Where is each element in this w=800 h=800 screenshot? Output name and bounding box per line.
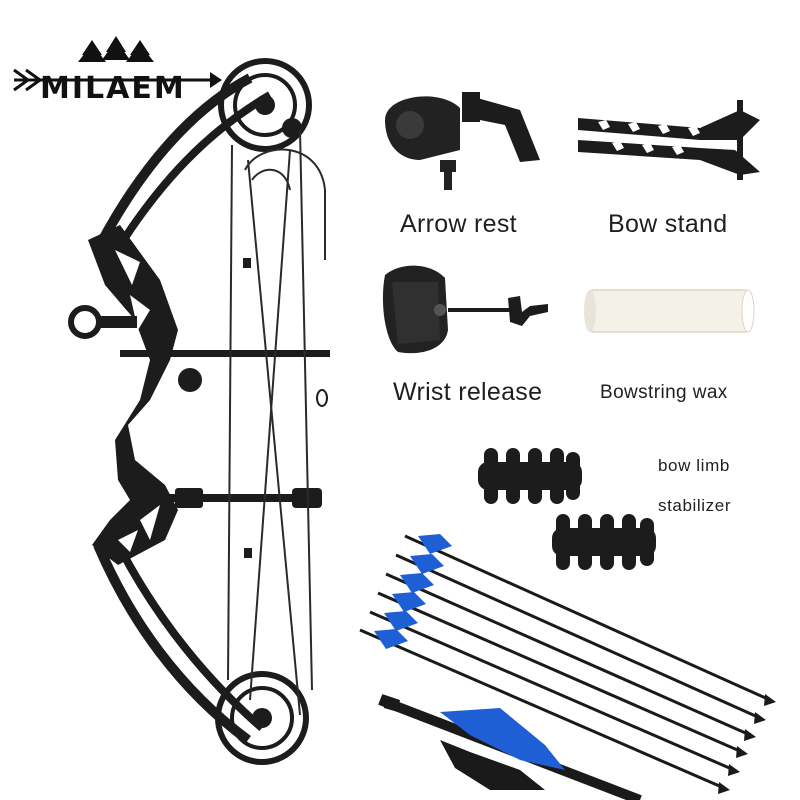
- limb-stabilizer-icon-2: [552, 514, 656, 570]
- bow-stand-icon: [578, 100, 760, 180]
- label-bow-limb-line1: bow limb: [658, 456, 730, 475]
- arrow-closeup-icon: [378, 694, 642, 800]
- brand-logo: MILAEM: [13, 36, 222, 106]
- arrow-icon-6: [359, 628, 730, 794]
- arrows-group: [359, 534, 776, 800]
- label-wrist-release: Wrist release: [393, 378, 543, 406]
- brand-name: MILAEM: [40, 71, 186, 106]
- label-arrow-rest: Arrow rest: [400, 210, 517, 238]
- arrow-icon-2: [395, 553, 766, 724]
- label-bow-limb-line2: stabilizer: [658, 496, 732, 515]
- arrow-icon-5: [369, 610, 740, 776]
- label-bowstring-wax: Bowstring wax: [600, 382, 728, 403]
- compound-bow-icon: [68, 58, 330, 765]
- wrist-release-icon: [382, 265, 548, 354]
- arrow-icon-3: [385, 572, 756, 741]
- arrow-icon-1: [404, 534, 776, 706]
- limb-stabilizer-icon: [478, 448, 582, 504]
- label-bow-stand: Bow stand: [608, 210, 728, 238]
- arrow-rest-icon: [385, 92, 540, 190]
- arrow-icon-4: [377, 591, 748, 758]
- bowstring-wax-icon: [584, 289, 755, 333]
